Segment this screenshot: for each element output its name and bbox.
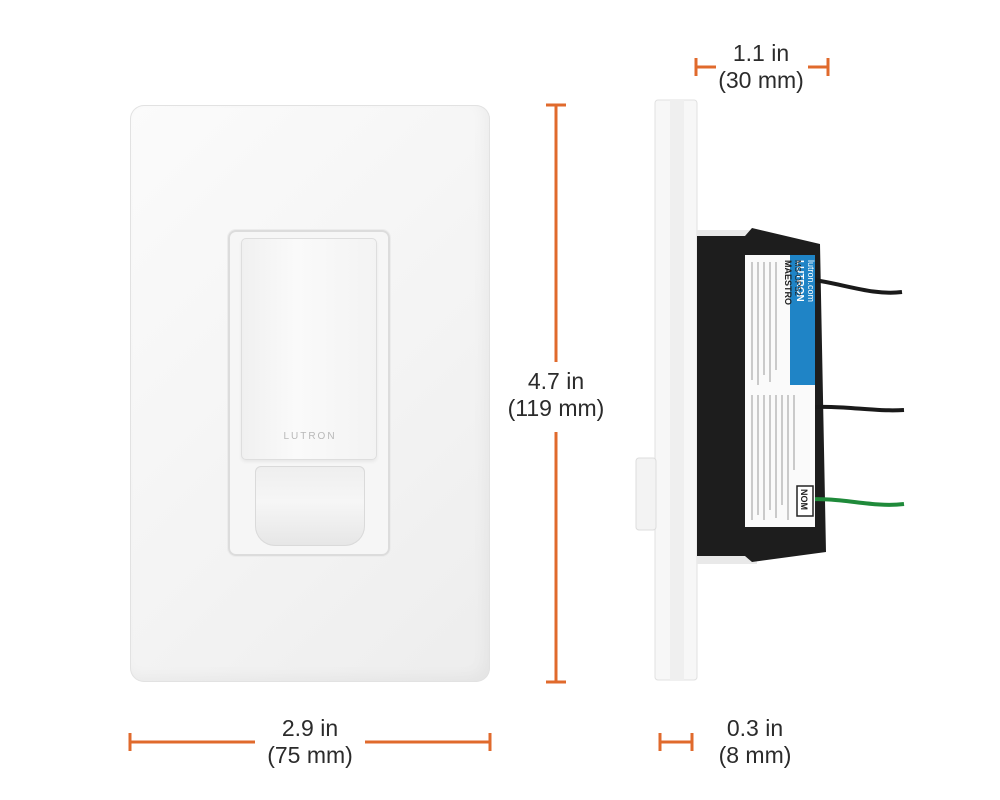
- label-model: MS-OPS2: [793, 260, 802, 297]
- plate-depth-ruler: [658, 733, 694, 751]
- label-blue-band: [790, 255, 815, 385]
- height-metric: (119 mm): [507, 395, 605, 421]
- width-imperial: 2.9 in: [281, 715, 339, 741]
- nom-mark-group: NOM: [799, 489, 809, 510]
- plate-depth-metric: (8 mm): [718, 742, 792, 768]
- depth-imperial: 1.1 in: [732, 40, 790, 66]
- plate-edge-inner: [670, 100, 684, 680]
- height-ruler: [546, 103, 566, 684]
- label-series: MAESTRO: [783, 260, 793, 305]
- width-label: 2.9 in (75 mm): [255, 715, 365, 769]
- nom-mark-box: [796, 485, 814, 517]
- plate-depth-imperial: 0.3 in: [726, 715, 784, 741]
- device-brand-text: LUTRON: [283, 431, 337, 442]
- width-metric: (75 mm): [267, 742, 353, 768]
- depth-ruler: [694, 58, 830, 76]
- plate-depth-label: 0.3 in (8 mm): [700, 715, 810, 769]
- depth-label: 1.1 in (30 mm): [706, 40, 816, 94]
- label-series-group: MAESTRO MS-OPS2: [783, 260, 802, 305]
- rocker-side: [635, 457, 657, 531]
- label-brand: LUTRON: [794, 260, 805, 302]
- width-ruler: [128, 733, 492, 751]
- height-imperial: 4.7 in: [527, 368, 585, 394]
- label-fine-print: [751, 262, 795, 520]
- rocker-button: [241, 238, 377, 460]
- nom-mark: NOM: [799, 489, 809, 510]
- label-site: lutron.com: [806, 260, 816, 302]
- label-brand-group: LUTRON lutron.com: [794, 260, 816, 302]
- height-label: 4.7 in (119 mm): [498, 368, 614, 422]
- device-side-view: LUTRON lutron.com MAESTRO MS-OPS2 NOM: [635, 99, 905, 681]
- occupancy-sensor-lens: [255, 466, 365, 546]
- depth-metric: (30 mm): [718, 67, 804, 93]
